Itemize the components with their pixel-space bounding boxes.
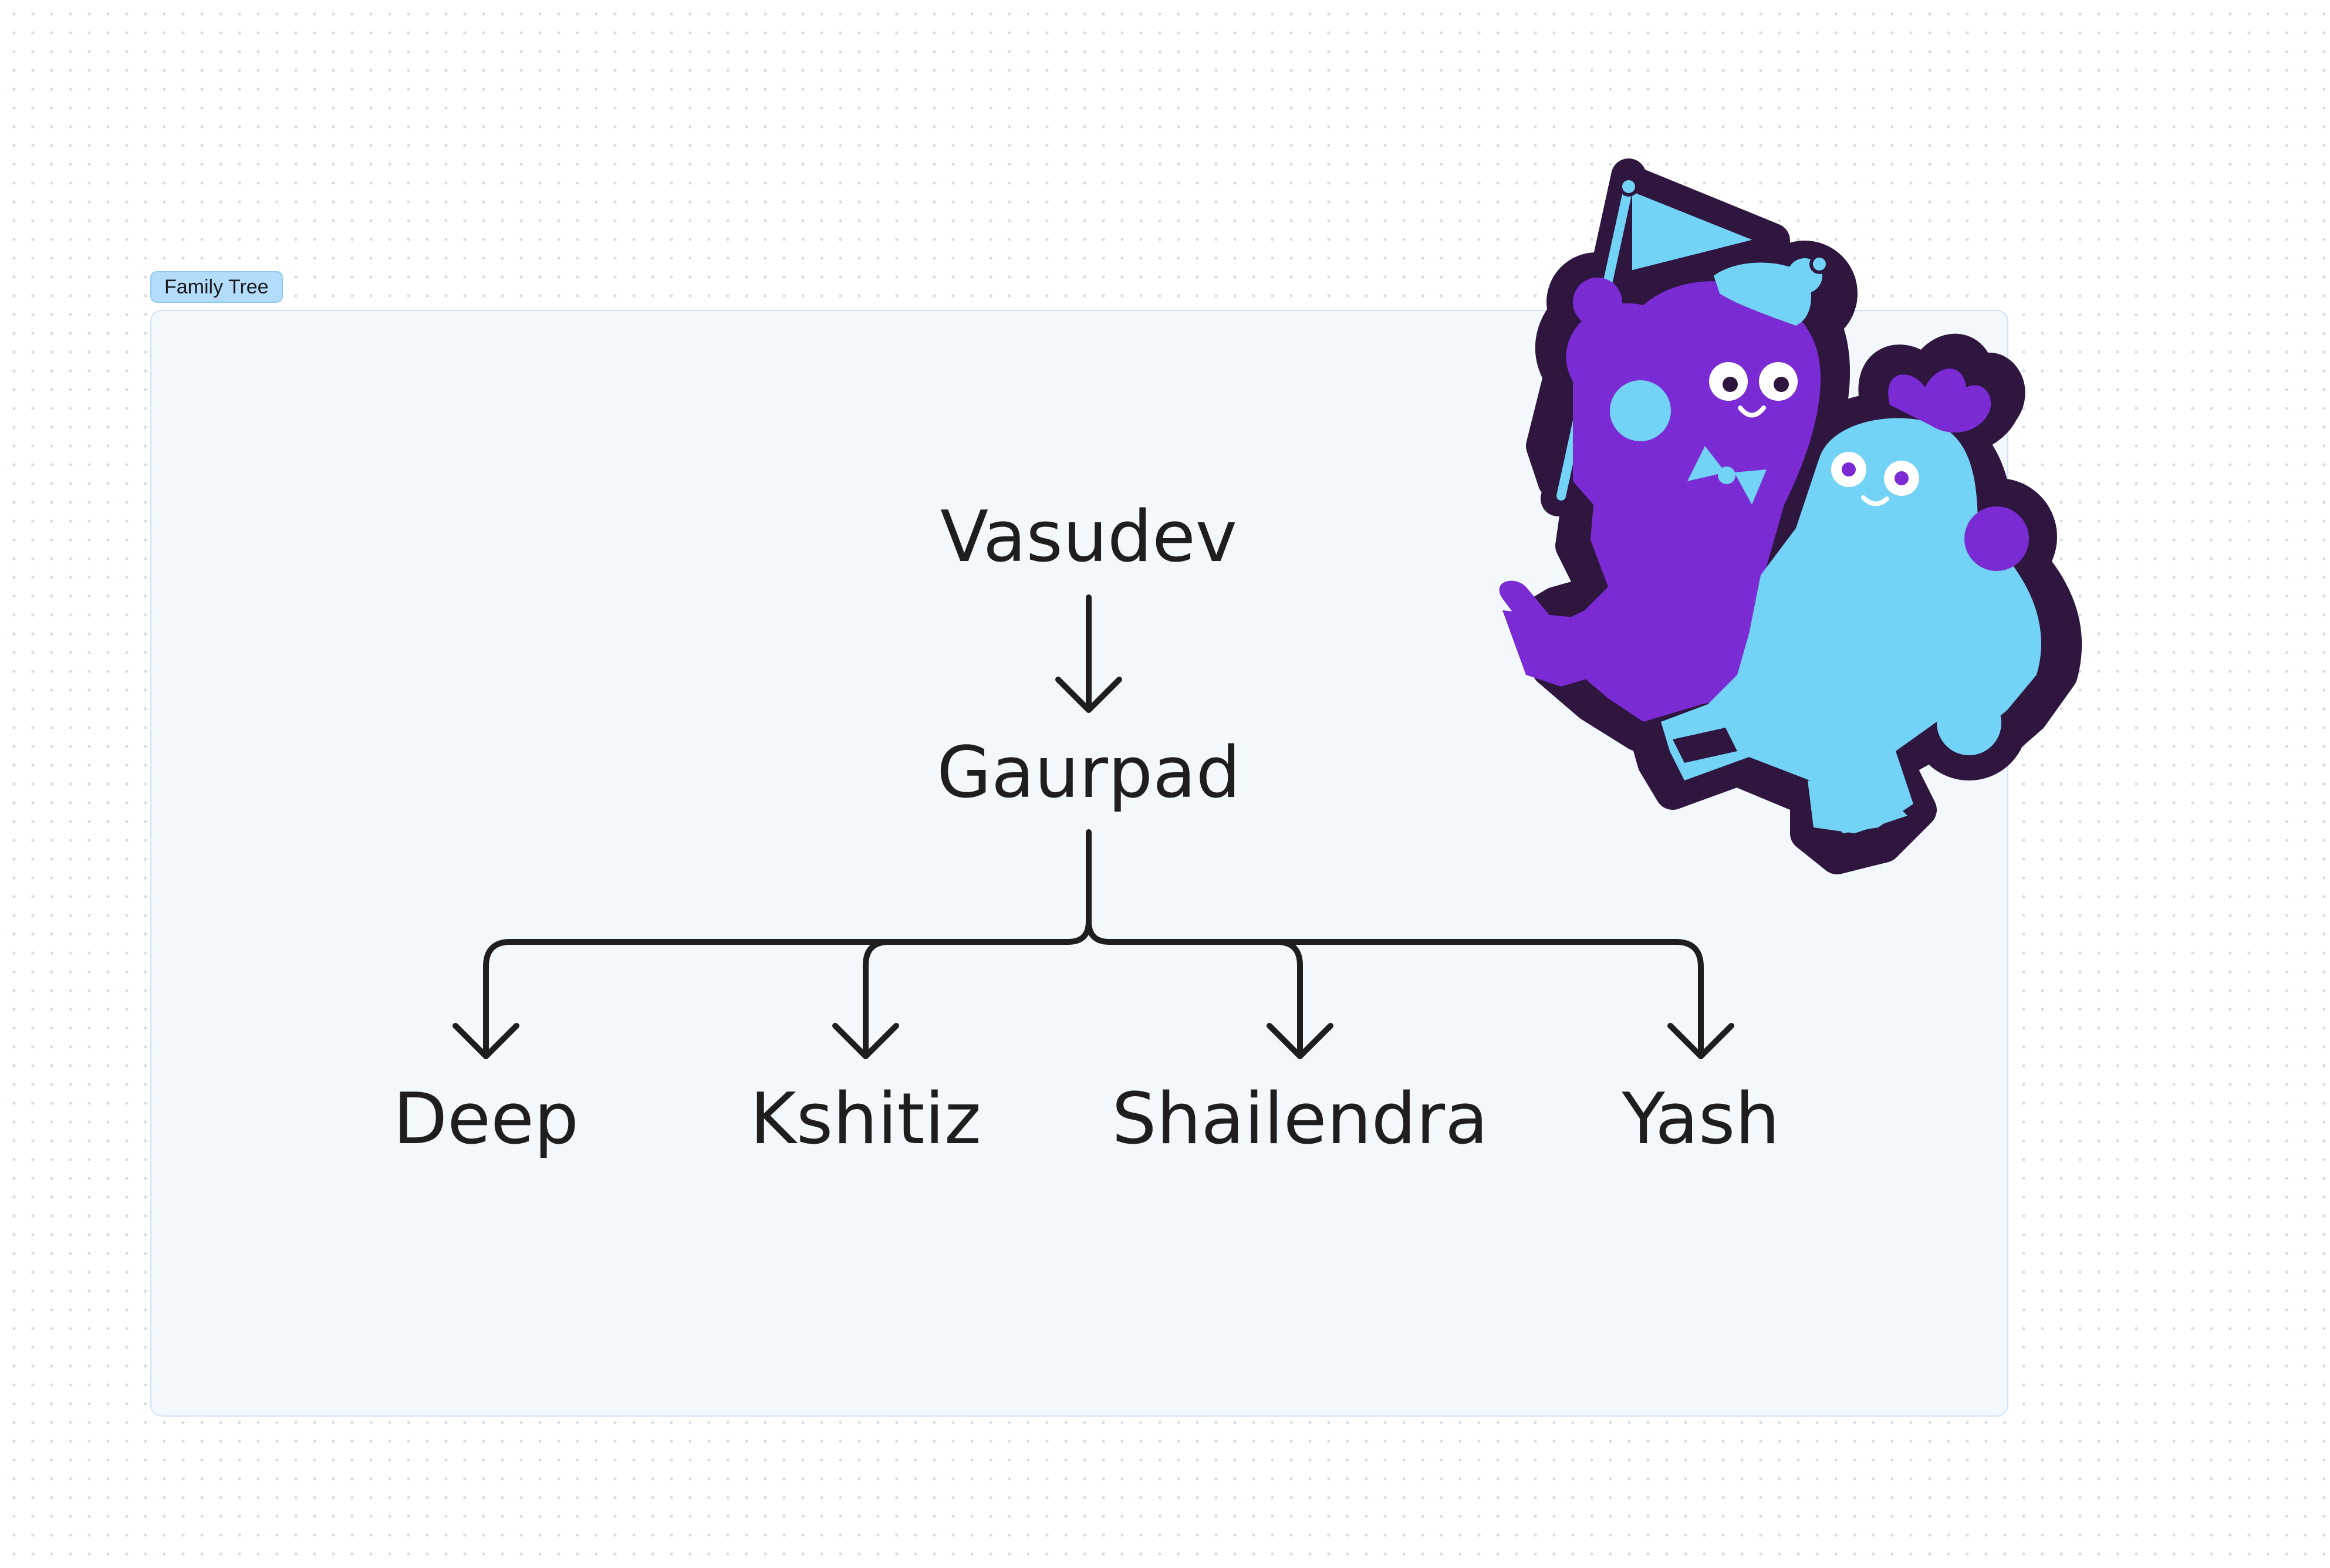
connector-trunk xyxy=(1065,829,1112,945)
arrowhead-shailendra xyxy=(1267,1023,1333,1059)
arrowhead-kshitiz xyxy=(832,1023,899,1059)
node-vasudev[interactable]: Vasudev xyxy=(940,496,1237,578)
node-kshitiz[interactable]: Kshitiz xyxy=(750,1079,981,1160)
node-yash[interactable]: Yash xyxy=(1622,1079,1780,1160)
node-gaurpad[interactable]: Gaurpad xyxy=(937,732,1241,814)
connector-branch-yash xyxy=(1106,939,1704,1059)
arrowhead-yash xyxy=(1667,1023,1734,1059)
arrowhead-deep xyxy=(453,1023,519,1059)
node-shailendra[interactable]: Shailendra xyxy=(1112,1079,1488,1160)
arrowhead-gaurpad xyxy=(1055,677,1122,713)
node-deep[interactable]: Deep xyxy=(393,1079,579,1160)
connector-branch-deep xyxy=(483,939,1071,1059)
section-label[interactable]: Family Tree xyxy=(150,271,283,303)
connector-branch-kshitiz xyxy=(863,939,1071,1059)
